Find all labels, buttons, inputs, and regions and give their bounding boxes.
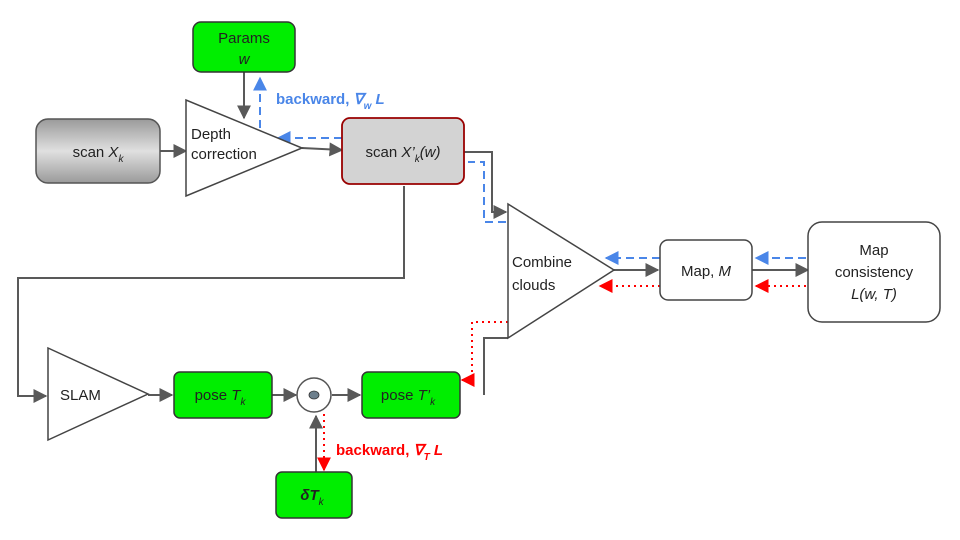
delta-t-node: δTk bbox=[275, 471, 353, 519]
red-combine-to-posep bbox=[460, 321, 508, 387]
scan-x-label: scan Xk bbox=[73, 144, 125, 165]
compose-operator-node bbox=[296, 377, 332, 413]
combine-clouds-line2: clouds bbox=[512, 277, 555, 294]
slam-node: SLAM bbox=[47, 346, 150, 442]
params-label: Params bbox=[218, 30, 270, 47]
depth-correction-node: Depth correction bbox=[185, 98, 304, 198]
backward-w-edges bbox=[253, 76, 806, 265]
pose-tprime-node: pose T’k bbox=[361, 371, 461, 419]
edge-posep-to-combine bbox=[483, 337, 508, 395]
forward-edges bbox=[17, 72, 810, 472]
backward-w-annotation: backward, ∇w L bbox=[276, 91, 385, 112]
map-consistency-line3: L(w, T) bbox=[851, 286, 897, 303]
backward-t-annotation: backward, ∇T L bbox=[336, 442, 443, 463]
pose-t-label: pose Tk bbox=[195, 387, 247, 408]
scan-xprime-label: scan X’k(w) bbox=[365, 144, 440, 165]
pose-t-node: pose Tk bbox=[173, 371, 273, 419]
combine-clouds-node: Combine clouds bbox=[507, 202, 616, 340]
scan-xprime-node: scan X’k(w) bbox=[341, 117, 465, 185]
delta-t-label: δTk bbox=[300, 487, 324, 508]
edge-scanxprime-to-combine bbox=[464, 151, 508, 219]
map-consistency-node: Map consistency L(w, T) bbox=[807, 221, 941, 323]
map-node: Map, M bbox=[659, 239, 753, 301]
map-consistency-line2: consistency bbox=[835, 264, 914, 281]
slam-label: SLAM bbox=[60, 387, 101, 404]
combine-clouds-line1: Combine bbox=[512, 254, 572, 271]
map-consistency-line1: Map bbox=[859, 242, 888, 259]
map-label: Map, M bbox=[681, 263, 732, 280]
params-node: Params w bbox=[192, 21, 296, 73]
depth-correction-line1: Depth bbox=[191, 126, 231, 143]
edge-depth-to-scanxprime bbox=[301, 142, 344, 157]
backward-t-edges bbox=[317, 279, 806, 472]
scan-x-node: scan Xk bbox=[35, 118, 161, 184]
pose-tprime-label: pose T’k bbox=[381, 387, 436, 408]
blue-combine-to-scanxprime bbox=[468, 161, 506, 223]
compose-dot-icon bbox=[308, 390, 320, 400]
edge-scanxprime-to-slam bbox=[17, 186, 405, 403]
params-var: w bbox=[239, 51, 251, 68]
depth-correction-line2: correction bbox=[191, 146, 257, 163]
